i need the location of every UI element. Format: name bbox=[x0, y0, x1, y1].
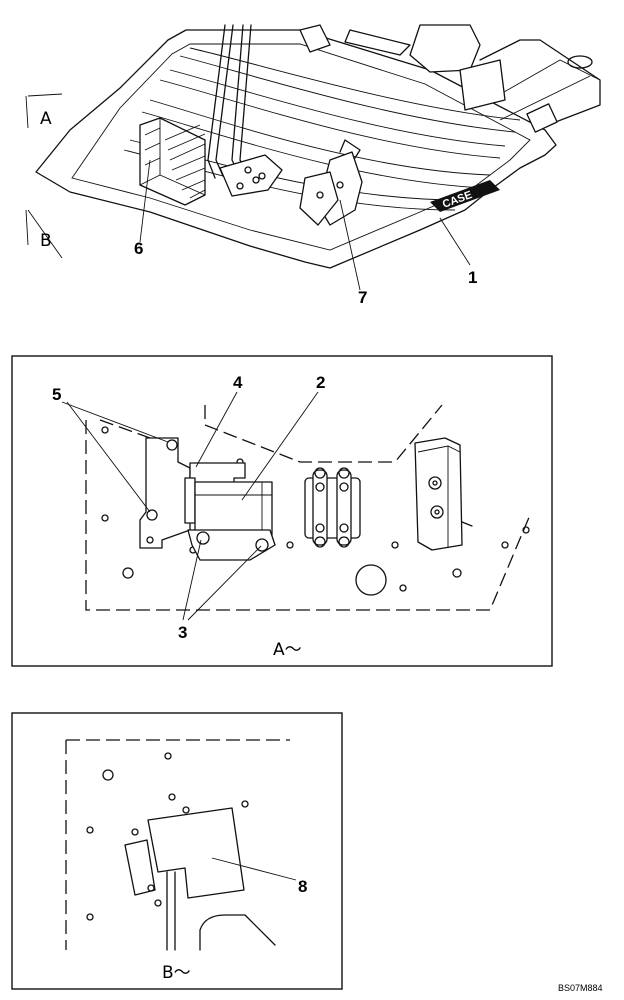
small-plate bbox=[124, 839, 156, 896]
part-7-pedal bbox=[299, 139, 363, 226]
side-switch-block bbox=[414, 437, 473, 551]
callout-3: 3 bbox=[178, 623, 187, 642]
part-2-switch bbox=[184, 477, 276, 561]
part-6-block bbox=[139, 117, 206, 206]
cab-floor-assembly-view: CASE A B 6 7 1 bbox=[25, 24, 601, 307]
callout-5: 5 bbox=[52, 385, 61, 404]
floor-plate bbox=[35, 29, 557, 269]
pedal-switch-pair bbox=[304, 467, 361, 548]
part-5-bracket bbox=[139, 437, 191, 549]
detail-a-panel: 5 4 2 3 A～ bbox=[11, 355, 553, 667]
view-label-a: A～ bbox=[273, 640, 302, 660]
section-mark-b: B bbox=[40, 231, 52, 251]
callout-6: 6 bbox=[134, 239, 143, 258]
detail-b-panel: 8 B～ bbox=[11, 712, 343, 990]
figure-code: BS07M884 bbox=[558, 983, 603, 993]
part-8-module bbox=[147, 807, 245, 899]
callout-7: 7 bbox=[358, 288, 367, 307]
section-mark-a: A bbox=[40, 109, 52, 129]
view-label-b: B～ bbox=[162, 963, 191, 983]
callout-2: 2 bbox=[316, 373, 325, 392]
callout-8: 8 bbox=[298, 877, 307, 896]
callout-4: 4 bbox=[233, 373, 243, 392]
callout-1: 1 bbox=[468, 268, 477, 287]
